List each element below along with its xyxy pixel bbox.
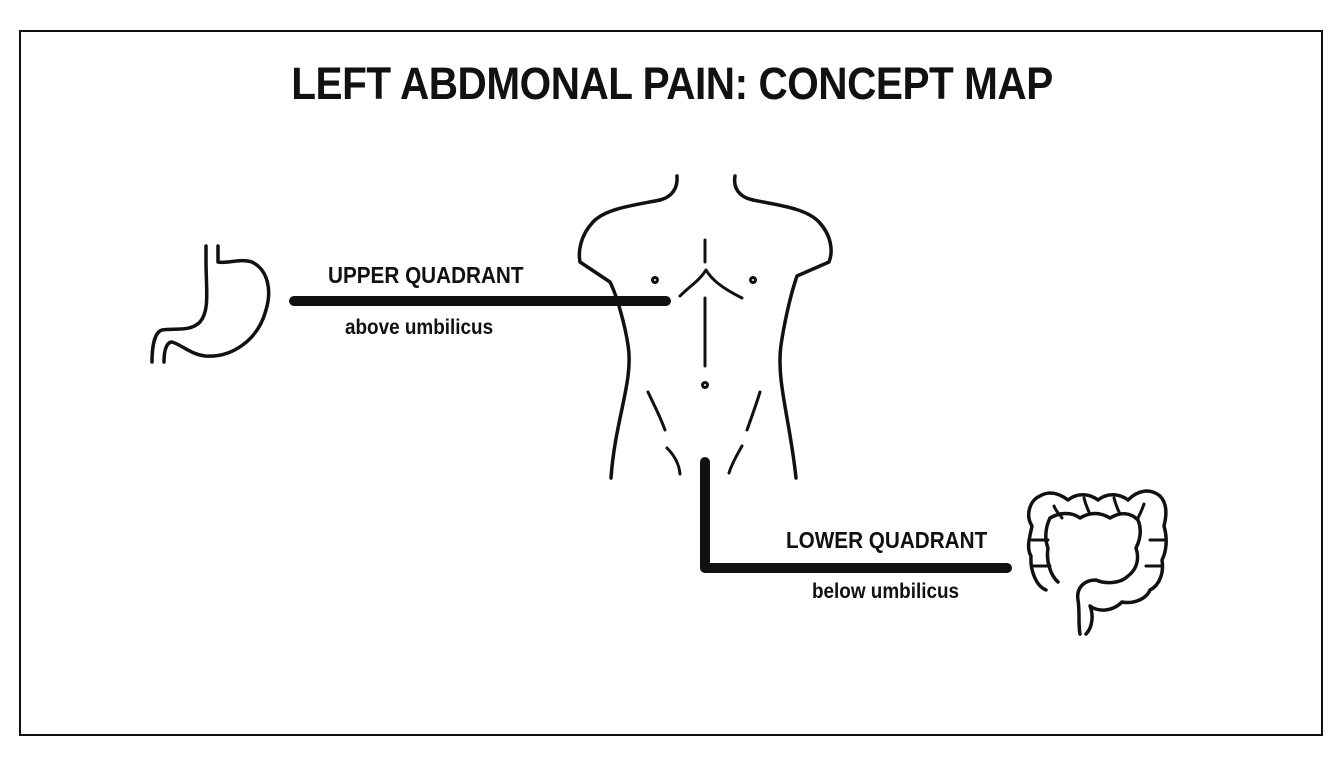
torso-neck-right [732, 174, 755, 202]
stomach-inner-curve [162, 244, 271, 364]
torso-nipple-left [651, 276, 659, 284]
page-title: LEFT ABDMONAL PAIN: CONCEPT MAP [291, 58, 1053, 109]
torso-icon [577, 174, 833, 480]
torso-groin-left [665, 446, 682, 476]
torso-groin-right [727, 444, 744, 475]
torso-outline-right [751, 198, 833, 480]
stomach-icon [150, 244, 271, 364]
torso-pelvis-left [646, 390, 667, 432]
torso-pec-line [678, 268, 744, 300]
stomach-outer-curve [150, 244, 209, 364]
colon-outer-outline [1026, 489, 1168, 636]
colon-inner-outline [1044, 511, 1142, 636]
lower-quadrant-heading: LOWER QUADRANT [786, 527, 988, 553]
lower-connector-line [700, 457, 1012, 573]
torso-umbilicus [701, 381, 709, 389]
torso-outline-left [577, 198, 662, 480]
colon-haustra-top [1052, 496, 1146, 520]
lower-quadrant-detail: below umbilicus [812, 580, 960, 603]
colon-haustra-sides [1030, 538, 1166, 568]
torso-pelvis-right [745, 390, 762, 432]
upper-quadrant-detail: above umbilicus [345, 316, 494, 339]
colon-icon [1026, 489, 1168, 636]
diagram-frame [19, 30, 1323, 736]
torso-neck-left [658, 174, 679, 202]
upper-quadrant-heading: UPPER QUADRANT [328, 262, 524, 288]
torso-nipple-right [749, 276, 757, 284]
